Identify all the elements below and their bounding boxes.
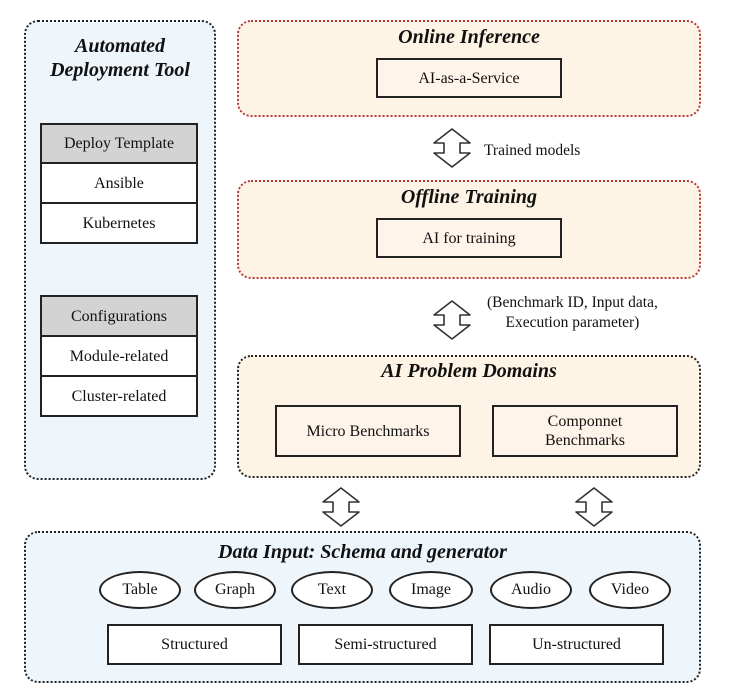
- deployment-tool-title-line1: Automated: [74, 35, 165, 57]
- data-input-title: Data Input: Schema and generator: [218, 541, 507, 563]
- ai-as-a-service-box: AI-as-a-Service: [376, 58, 562, 98]
- offline-training-title: Offline Training: [400, 186, 538, 208]
- benchmark-params-label: (Benchmark ID, Input data, Execution par…: [487, 293, 658, 333]
- data-type-audio: Audio: [490, 571, 572, 609]
- config-cluster-related: Cluster-related: [40, 375, 198, 417]
- deploy-template-ansible: Ansible: [40, 162, 198, 204]
- online-inference-title: Online Inference: [398, 26, 540, 48]
- component-benchmarks-line1: Componnet: [547, 413, 623, 430]
- bidirectional-arrow-icon: [322, 487, 360, 527]
- structured-box: Structured: [107, 624, 282, 665]
- un-structured-box: Un-structured: [489, 624, 664, 665]
- data-type-text: Text: [291, 571, 373, 609]
- bidirectional-arrow-icon: [433, 300, 471, 340]
- bidirectional-arrow-icon: [575, 487, 613, 527]
- deployment-tool-title: Automated Deployment Tool: [26, 34, 214, 82]
- micro-benchmarks-box: Micro Benchmarks: [275, 405, 461, 457]
- data-type-image: Image: [389, 571, 473, 609]
- deploy-template-header: Deploy Template: [40, 123, 198, 164]
- ai-problem-domains-title: AI Problem Domains: [381, 360, 557, 382]
- component-benchmarks-box: Componnet Benchmarks: [492, 405, 678, 457]
- bidirectional-arrow-icon: [433, 128, 471, 168]
- semi-structured-box: Semi-structured: [298, 624, 473, 665]
- benchmark-params-line1: (Benchmark ID, Input data,: [487, 294, 658, 311]
- configurations-header: Configurations: [40, 295, 198, 337]
- config-module-related: Module-related: [40, 335, 198, 377]
- data-type-graph: Graph: [194, 571, 276, 609]
- data-type-table: Table: [99, 571, 181, 609]
- deploy-template-kubernetes: Kubernetes: [40, 202, 198, 244]
- offline-training-panel: Offline Training: [237, 180, 701, 279]
- component-benchmarks-line2: Benchmarks: [545, 432, 625, 449]
- benchmark-params-line2: Execution parameter): [505, 314, 640, 331]
- trained-models-label: Trained models: [484, 142, 581, 159]
- deployment-tool-title-line2: Deployment Tool: [50, 59, 190, 81]
- data-type-video: Video: [589, 571, 671, 609]
- ai-for-training-box: AI for training: [376, 218, 562, 258]
